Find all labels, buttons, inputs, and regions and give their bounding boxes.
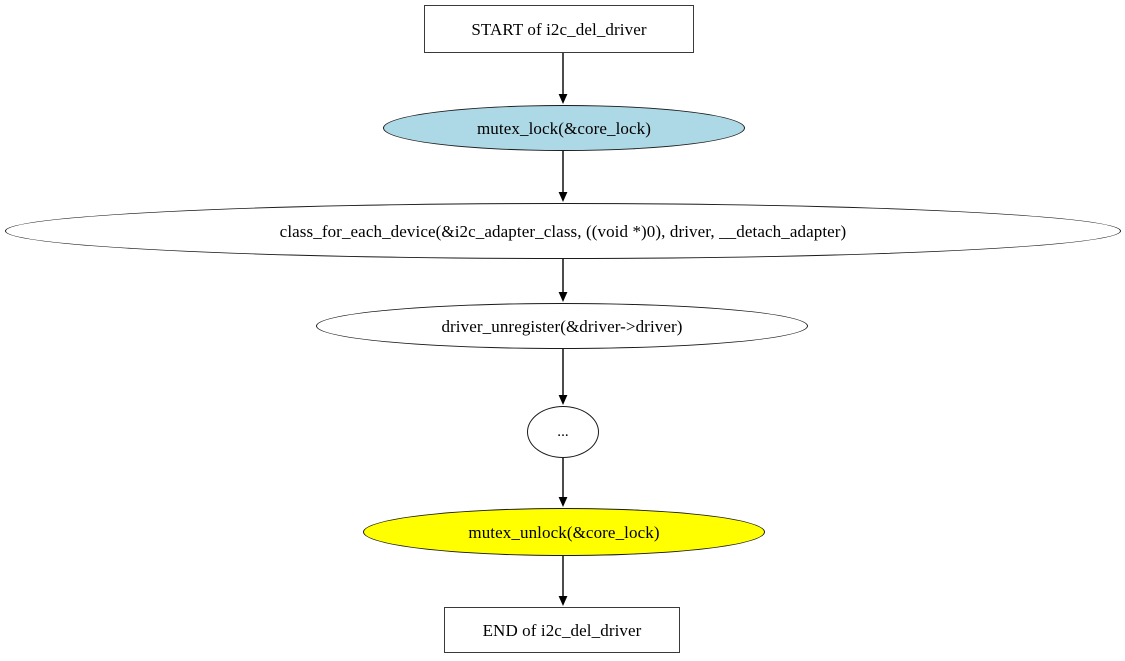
node-label-mutex_unlock: mutex_unlock(&core_lock) [468,522,660,542]
edge-start-to-mutex_lock [555,53,571,104]
node-class_for_each_device[interactable]: class_for_each_device(&i2c_adapter_class… [5,203,1121,259]
edge-ellipsis-to-mutex_unlock [555,458,571,507]
node-driver_unregister[interactable]: driver_unregister(&driver->driver) [316,303,808,349]
node-mutex_unlock[interactable]: mutex_unlock(&core_lock) [363,508,765,556]
node-label-ellipsis: ... [557,423,569,440]
node-label-driver_unregister: driver_unregister(&driver->driver) [441,316,683,336]
edge-driver_unregister-to-ellipsis [555,349,571,405]
node-label-start: START of i2c_del_driver [471,19,647,39]
edge-mutex_unlock-to-end [555,556,571,606]
node-label-mutex_lock: mutex_lock(&core_lock) [476,118,652,138]
node-start[interactable]: START of i2c_del_driver [424,5,694,53]
edge-mutex_lock-to-class_for_each_device [555,151,571,202]
node-label-end: END of i2c_del_driver [482,620,642,640]
node-label-class_for_each_device: class_for_each_device(&i2c_adapter_class… [279,221,847,241]
edge-class_for_each_device-to-driver_unregister [555,259,571,302]
node-mutex_lock[interactable]: mutex_lock(&core_lock) [383,105,745,151]
node-ellipsis[interactable]: ... [527,406,599,458]
node-end[interactable]: END of i2c_del_driver [444,607,680,653]
